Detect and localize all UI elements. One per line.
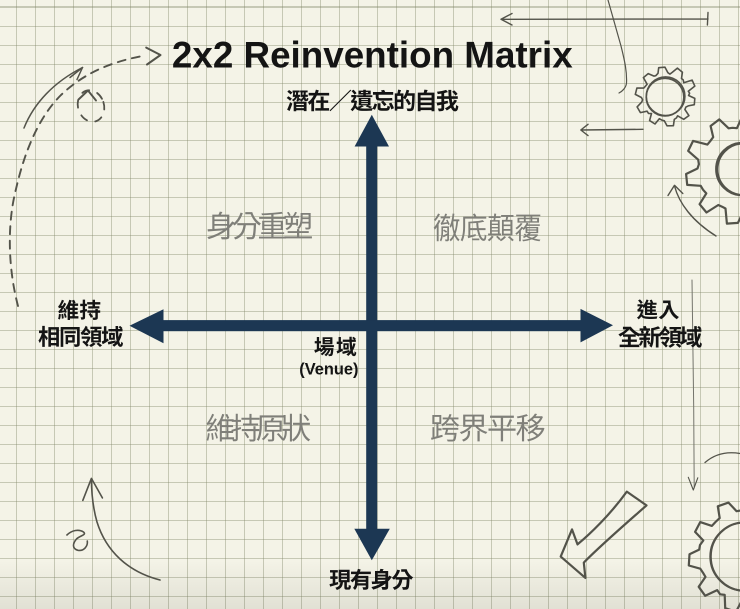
svg-text:2x2 Reinvention Matrix: 2x2 Reinvention Matrix bbox=[172, 35, 573, 76]
svg-text:(Venue): (Venue) bbox=[299, 360, 358, 378]
